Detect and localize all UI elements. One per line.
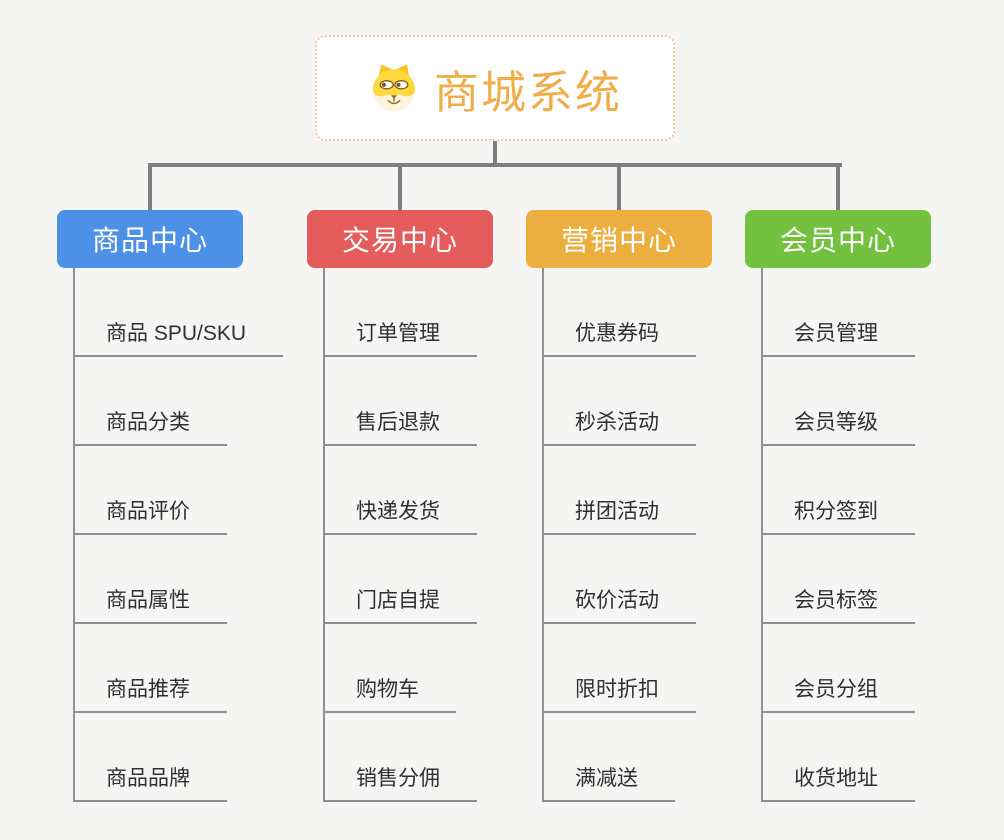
- leaf-node[interactable]: 售后退款: [323, 409, 477, 446]
- leaf-node[interactable]: 快递发货: [323, 498, 477, 535]
- leaf-node[interactable]: 订单管理: [323, 320, 477, 357]
- leaf-node[interactable]: 收货地址: [761, 765, 915, 802]
- leaf-node[interactable]: 拼团活动: [542, 498, 696, 535]
- leaf-node[interactable]: 会员管理: [761, 320, 915, 357]
- branch-bus-line: [148, 163, 842, 167]
- dog-face-icon: [372, 64, 416, 112]
- leaf-node[interactable]: 商品分类: [73, 409, 227, 446]
- branch-drop-line: [148, 163, 152, 210]
- branch-node-1[interactable]: 商品中心: [57, 210, 243, 268]
- branch-spine-line: [73, 268, 75, 800]
- branch-node-4[interactable]: 会员中心: [745, 210, 931, 268]
- leaf-node[interactable]: 砍价活动: [542, 587, 696, 624]
- branch-spine-line: [761, 268, 763, 800]
- leaf-node[interactable]: 会员分组: [761, 676, 915, 713]
- branch-node-3[interactable]: 营销中心: [526, 210, 712, 268]
- leaf-node[interactable]: 购物车: [323, 676, 456, 713]
- root-stem-line: [493, 141, 497, 163]
- branch-drop-line: [617, 163, 621, 210]
- root-node[interactable]: 商城系统: [315, 35, 675, 141]
- leaf-node[interactable]: 门店自提: [323, 587, 477, 624]
- leaf-node[interactable]: 限时折扣: [542, 676, 696, 713]
- leaf-node[interactable]: 积分签到: [761, 498, 915, 535]
- branch-column: 会员管理会员等级积分签到会员标签会员分组收货地址: [761, 268, 991, 802]
- leaf-node[interactable]: 商品推荐: [73, 676, 227, 713]
- leaf-node[interactable]: 商品品牌: [73, 765, 227, 802]
- leaf-node[interactable]: 秒杀活动: [542, 409, 696, 446]
- leaf-node[interactable]: 会员标签: [761, 587, 915, 624]
- branch-column: 订单管理售后退款快递发货门店自提购物车销售分佣: [323, 268, 553, 802]
- root-title: 商城系统: [433, 66, 622, 118]
- branch-spine-line: [542, 268, 544, 800]
- leaf-node[interactable]: 商品评价: [73, 498, 227, 535]
- branch-column: 商品 SPU/SKU 商品分类商品评价商品属性商品推荐商品品牌: [73, 268, 303, 802]
- leaf-node[interactable]: 满减送: [542, 765, 675, 802]
- leaf-node[interactable]: 销售分佣: [323, 765, 477, 802]
- leaf-node[interactable]: 优惠券码: [542, 320, 696, 357]
- branch-node-2[interactable]: 交易中心: [307, 210, 493, 268]
- branch-spine-line: [323, 268, 325, 800]
- branch-drop-line: [398, 163, 402, 210]
- branch-drop-line: [836, 163, 840, 210]
- branch-column: 优惠券码秒杀活动拼团活动砍价活动限时折扣满减送: [542, 268, 772, 802]
- leaf-node[interactable]: 商品 SPU/SKU: [73, 320, 284, 357]
- leaf-node[interactable]: 商品属性: [73, 587, 227, 624]
- leaf-node[interactable]: 会员等级: [761, 409, 915, 446]
